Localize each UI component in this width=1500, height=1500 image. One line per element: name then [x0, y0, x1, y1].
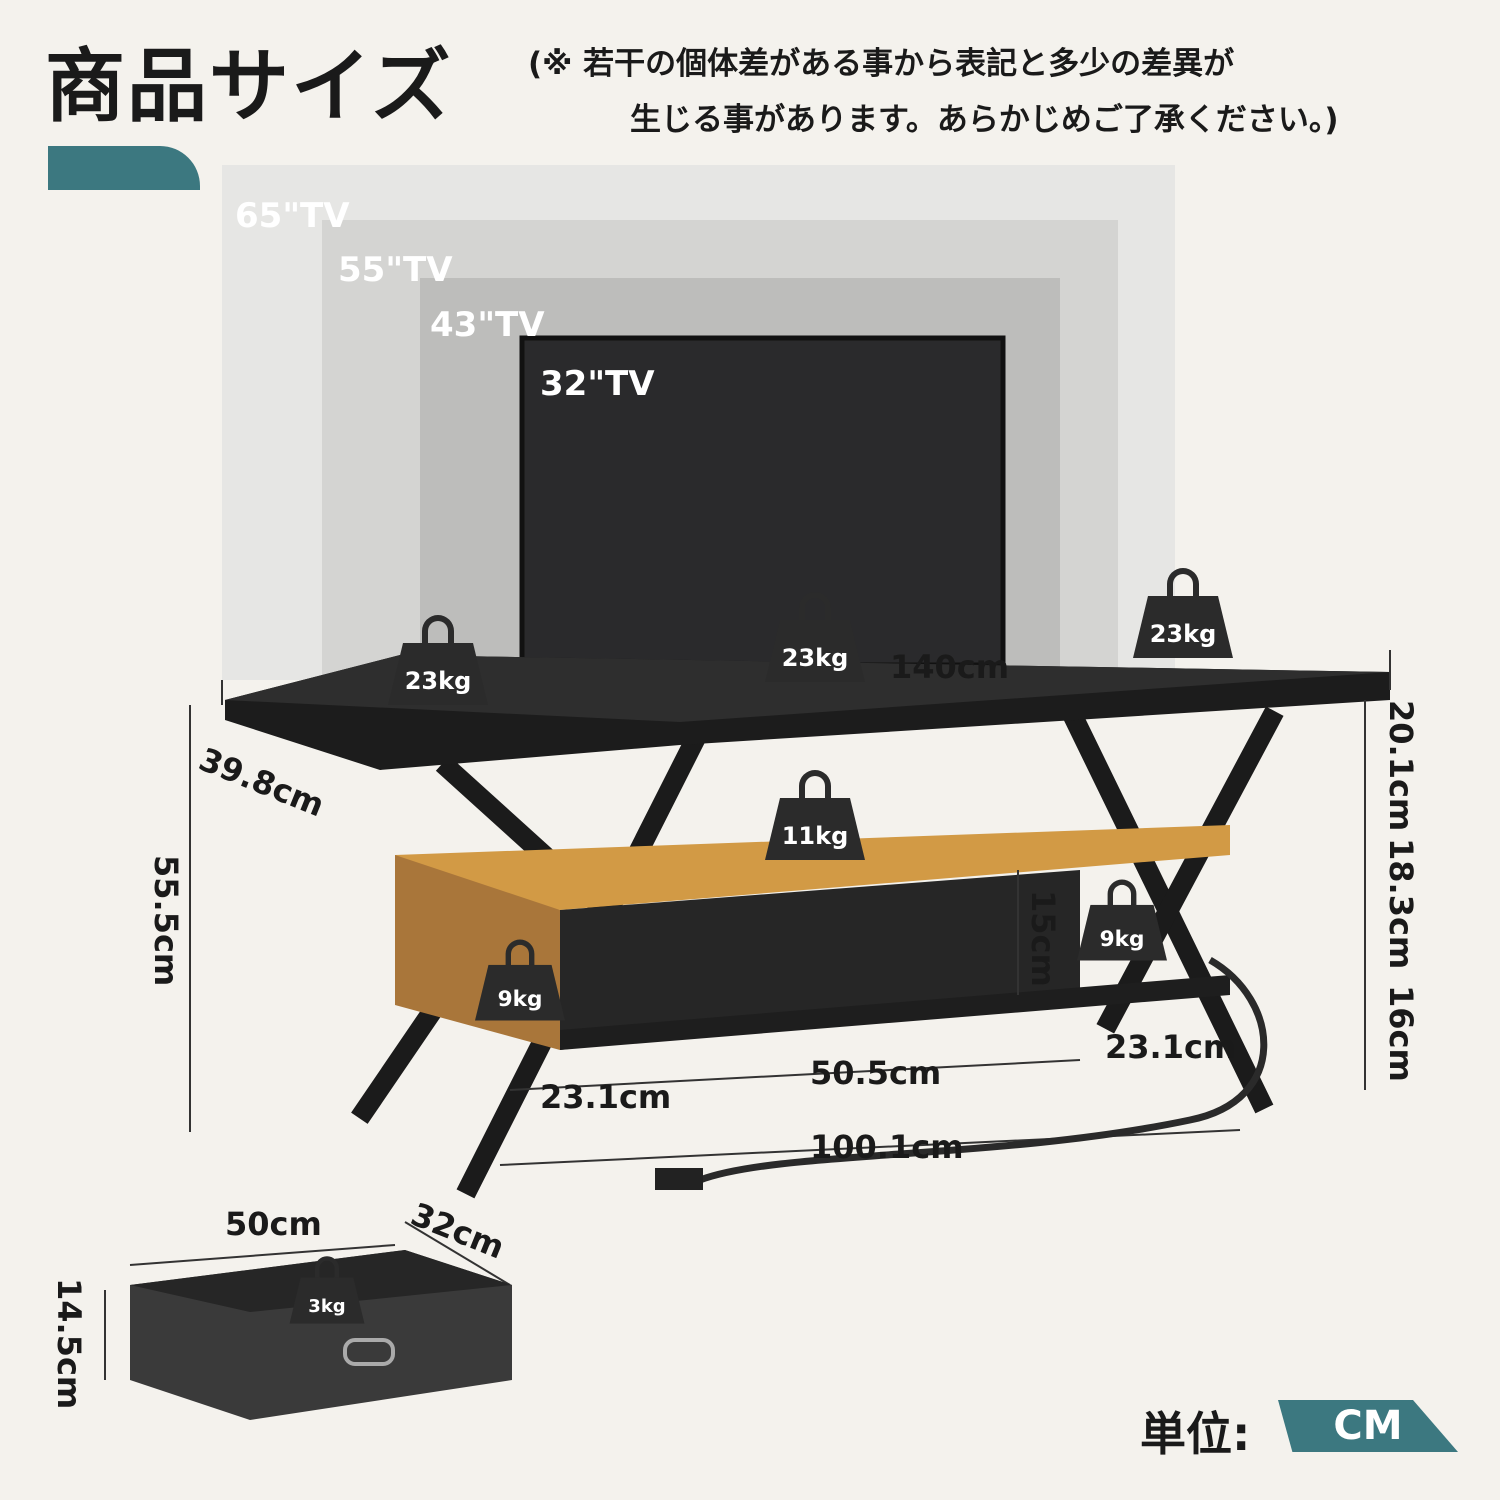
middle-shelf [395, 825, 1230, 910]
weight-left-lower: 9kg [475, 939, 565, 1021]
dim-top-width: 140cm [890, 648, 1010, 686]
dim-base-width: 100.1cm [810, 1128, 964, 1166]
weight-top-center: 23kg [765, 592, 865, 682]
dim-bin-width: 50cm [225, 1205, 322, 1243]
tv-label-55: 55"TV [338, 250, 453, 290]
dim-cubby-height: 15cm [1024, 890, 1062, 987]
tv-label-43: 43"TV [430, 305, 545, 345]
weight-top-left: 23kg [388, 615, 488, 705]
disclaimer-line-1: (※ 若干の個体差がある事から表記と多少の差異が [528, 46, 1235, 82]
plug [655, 1168, 703, 1190]
dim-total-height: 55.5cm [147, 855, 185, 987]
disclaimer-line-2: 生じる事があります。あらかじめご了承ください。) [630, 102, 1339, 138]
dim-center: 50.5cm [810, 1054, 942, 1092]
weight-top-right: 23kg [1133, 568, 1233, 658]
dimension-lines [104, 650, 1391, 1380]
unit-badge: CM [1278, 1400, 1458, 1452]
weight-right-lower: 9kg [1077, 879, 1167, 961]
tv-32 [519, 335, 1006, 668]
weight-middle-shelf: 11kg [765, 770, 865, 860]
tv-label-32: 32"TV [540, 364, 655, 404]
dim-upper-height: 20.1cm [1382, 700, 1420, 832]
weight-bin: 3kg [289, 1256, 365, 1324]
accent-tab [48, 146, 200, 190]
bottom-shelf [560, 975, 1230, 1050]
dim-lower-height: 16cm [1382, 985, 1420, 1082]
dim-right-cubby: 23.1cm [1105, 1028, 1237, 1066]
unit-label: 単位: [1140, 1407, 1251, 1461]
dim-left-cubby: 23.1cm [540, 1078, 672, 1116]
dim-middle-height: 18.3cm [1382, 838, 1420, 970]
dim-bin-height: 14.5cm [50, 1278, 88, 1410]
tv-label-65: 65"TV [235, 196, 350, 236]
power-cord [698, 956, 1268, 1184]
page-title: 商品サイズ [45, 40, 453, 133]
bin-handle [343, 1338, 395, 1366]
